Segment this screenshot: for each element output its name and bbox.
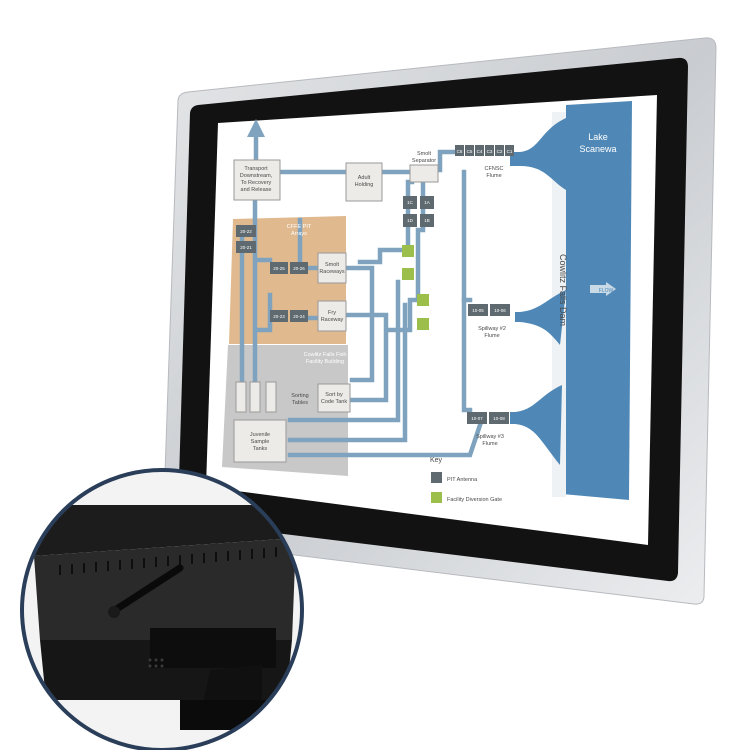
transport-box bbox=[233, 159, 281, 201]
antenna-1c: 1C bbox=[407, 200, 414, 205]
antenna-c4: C4 bbox=[477, 149, 483, 154]
spillway3-channel bbox=[510, 385, 562, 465]
sorting-tables-label-2: Tables bbox=[292, 400, 308, 406]
flow-label: FLOW bbox=[599, 288, 614, 294]
fry-raceway-label-1: Fry bbox=[328, 310, 336, 316]
antenna-20-25: 20-25 bbox=[273, 266, 285, 271]
smolt-raceways-label-2: Raceways bbox=[319, 269, 345, 275]
building-label-2: Facility Building bbox=[306, 359, 344, 365]
spillway2-label-1: Spillway #2 bbox=[478, 326, 506, 332]
sort-tank-3 bbox=[265, 381, 277, 413]
juvenile-label-1: Juvenile bbox=[250, 432, 270, 438]
antenna-10-07: 10-07 bbox=[471, 416, 483, 421]
rear-side bbox=[34, 538, 296, 640]
smolt-separator-box bbox=[409, 164, 439, 183]
smolt-raceways-label-1: Smolt bbox=[325, 262, 340, 268]
spillway3-label-1: Spillway #3 bbox=[476, 434, 504, 440]
sort-tank-2 bbox=[249, 381, 261, 413]
antenna-c2: C2 bbox=[497, 149, 503, 154]
pipe-network bbox=[239, 119, 483, 458]
smolt-separator-label-1: Smolt bbox=[417, 151, 432, 157]
antenna-1a: 1A bbox=[424, 200, 430, 205]
antenna-connector bbox=[108, 606, 120, 618]
antenna-c3: C3 bbox=[487, 149, 493, 154]
transport-label-1: Transport bbox=[244, 166, 268, 172]
spillway3-label-2: Flume bbox=[482, 441, 497, 447]
smolt-raceways-box bbox=[317, 252, 347, 284]
antenna-10-05: 10-05 bbox=[472, 308, 484, 313]
sorting-tables-label-1: Sorting bbox=[291, 393, 308, 399]
antenna-20-23: 20-23 bbox=[273, 314, 285, 319]
adult-holding-box bbox=[345, 162, 383, 202]
cffe-label-2: Arrays bbox=[291, 231, 307, 237]
juvenile-sample-box bbox=[233, 419, 287, 463]
adult-holding-label-1: Adult bbox=[358, 175, 371, 181]
building-label-1: Cowlitz Falls Fish bbox=[304, 352, 347, 358]
smolt-separator-label-2: Separator bbox=[412, 158, 436, 164]
cfnsc-label-1: CFNSC bbox=[485, 166, 504, 172]
rear-top-edge bbox=[30, 505, 300, 556]
lake-label-1: Lake bbox=[588, 132, 608, 142]
dam-label: Cowlitz Falls Dam bbox=[558, 254, 568, 326]
transport-label-2: Downstream, bbox=[240, 173, 273, 179]
antenna-20-22: 20-22 bbox=[240, 229, 252, 234]
cffe-label-1: CFFE PIT bbox=[287, 224, 312, 230]
antenna-rod bbox=[108, 564, 184, 616]
facility-diagram: Transport Downstream, To Recovery and Re… bbox=[222, 101, 632, 503]
cfnsc-label-2: Flume bbox=[486, 173, 501, 179]
key-title: Key bbox=[430, 457, 443, 464]
key-pit-label: PIT Antenna bbox=[447, 477, 478, 483]
antenna-10-06: 10-06 bbox=[494, 308, 506, 313]
key-pit-swatch bbox=[431, 472, 442, 483]
cfnsc-channel bbox=[510, 118, 566, 190]
juvenile-label-3: Tanks bbox=[253, 446, 268, 452]
transport-label-3: To Recovery bbox=[241, 180, 272, 186]
transport-label-4: and Release bbox=[241, 187, 272, 193]
key-gate-label: Facility Diversion Gate bbox=[447, 497, 502, 503]
antenna-c5: C5 bbox=[467, 149, 473, 154]
fry-raceway-box bbox=[317, 300, 347, 332]
adult-holding-label-2: Holding bbox=[355, 182, 374, 188]
sort-code-label-2: Code Tank bbox=[321, 399, 347, 405]
antenna-20-21: 20-21 bbox=[240, 245, 252, 250]
spillway2-channel bbox=[515, 290, 566, 345]
antenna-20-26: 20-26 bbox=[293, 266, 305, 271]
fry-raceway-label-2: Raceway bbox=[321, 317, 344, 323]
flow-arrow-shape bbox=[590, 282, 616, 296]
inset-border bbox=[20, 468, 304, 750]
key-gate-swatch bbox=[431, 492, 442, 503]
antenna-c6: C6 bbox=[457, 149, 463, 154]
sort-tank-1 bbox=[235, 381, 247, 413]
sort-code-label-1: Sort by bbox=[325, 392, 343, 398]
lake-label-2: Scanewa bbox=[579, 144, 616, 154]
antenna-c1: C1 bbox=[507, 149, 513, 154]
antenna-20-24: 20-24 bbox=[293, 314, 305, 319]
sort-by-code-box bbox=[317, 383, 351, 413]
cffe-zone bbox=[229, 216, 346, 344]
pit-antennas bbox=[236, 145, 514, 424]
juvenile-label-2: Sample bbox=[251, 439, 270, 445]
antenna-10-08: 10-08 bbox=[493, 416, 505, 421]
rear-view-inset bbox=[20, 468, 304, 750]
spillway2-label-2: Flume bbox=[484, 333, 499, 339]
lake-water bbox=[562, 101, 632, 500]
diversion-gates bbox=[402, 245, 429, 330]
antenna-1b: 1B bbox=[424, 218, 430, 223]
antenna-1d: 1D bbox=[407, 218, 414, 223]
